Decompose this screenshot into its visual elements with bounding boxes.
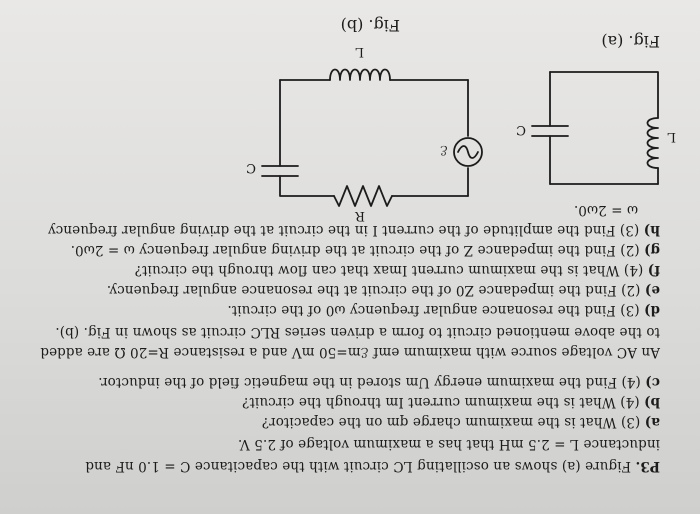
ac-source-icon <box>453 137 483 167</box>
fig-b-label-l: L <box>355 44 364 59</box>
wire-a-left-bottom <box>549 71 659 119</box>
ac-source-wave <box>457 145 479 159</box>
fig-b-label-c: C <box>246 160 256 175</box>
fig-b-label-emf: ℰ <box>440 142 448 157</box>
inductor-a-coil <box>646 117 659 169</box>
rlc-circuit-diagram <box>261 68 483 207</box>
fig-a-label-c: C <box>516 122 526 137</box>
wire-b-top-right <box>279 175 335 197</box>
fig-a-label-l: L <box>667 129 676 144</box>
lc-circuit-diagram <box>531 71 659 185</box>
fig-b-label-r: R <box>354 208 365 223</box>
fig-a-caption: Fig. (a) <box>601 32 660 51</box>
inductor-b-coil <box>329 68 391 81</box>
fig-b-caption: Fig. (b) <box>341 16 400 35</box>
resistor-zigzag <box>333 185 393 207</box>
